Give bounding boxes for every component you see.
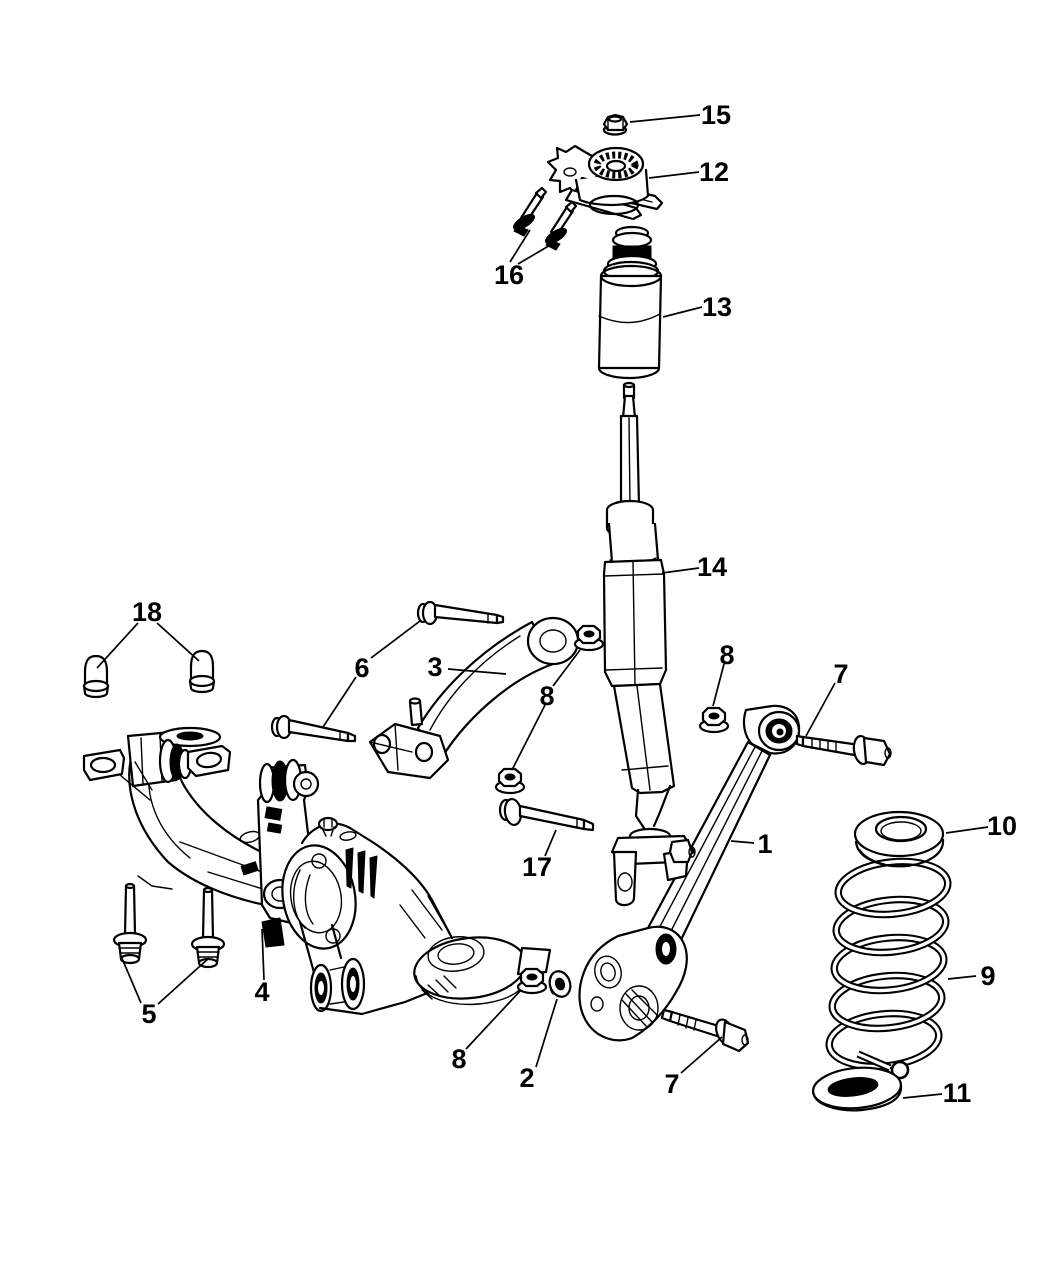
trailing-arm-bolt-drawing <box>795 734 892 767</box>
callout-4: 4 <box>254 977 269 1007</box>
top-mount-drawing <box>546 144 664 221</box>
callout-17: 17 <box>522 852 552 882</box>
washer-drawing <box>548 970 572 998</box>
callout-13: 13 <box>702 292 732 322</box>
coil-spring-drawing <box>825 857 952 1080</box>
callout-9: 9 <box>980 961 995 991</box>
callout-1: 1 <box>757 829 772 859</box>
top-mount-nut-drawing <box>602 113 629 136</box>
callout-18: 18 <box>132 597 162 627</box>
callout-2: 2 <box>519 1063 534 1093</box>
shock-absorber-drawing <box>602 381 696 907</box>
callout-16: 16 <box>494 260 524 290</box>
upper-spring-isolator-drawing <box>853 810 945 868</box>
callout-8-arm: 8 <box>719 640 734 670</box>
crossmember-bolts-drawing <box>112 882 226 969</box>
upper-arm-bolts-drawing <box>270 600 505 743</box>
knuckle-drawing <box>256 758 552 1016</box>
flange-nuts-drawing <box>494 624 730 995</box>
leader-lines <box>96 114 989 1099</box>
link-bolt-drawing <box>498 797 595 832</box>
spring-link-bolt-drawing <box>660 1008 750 1053</box>
callout-3: 3 <box>427 652 442 682</box>
callout-5: 5 <box>141 999 156 1029</box>
callout-12: 12 <box>699 157 729 187</box>
callout-15: 15 <box>701 100 731 130</box>
callout-6: 6 <box>354 653 369 683</box>
callout-7-upper: 7 <box>833 659 848 689</box>
callout-8-shock: 8 <box>539 681 554 711</box>
jounce-bumper-boot-drawing <box>597 225 663 380</box>
lower-spring-isolator-drawing <box>811 1066 903 1112</box>
callout-7-lower: 7 <box>664 1069 679 1099</box>
trailing-arm-drawing <box>578 704 801 1042</box>
callout-8-lower: 8 <box>451 1044 466 1074</box>
callout-11: 11 <box>943 1078 972 1108</box>
callout-labels: 15 12 16 13 14 18 6 3 8 8 7 10 1 17 9 4 … <box>132 100 1017 1108</box>
callout-14: 14 <box>697 552 727 582</box>
mount-bolts-drawing <box>512 186 578 251</box>
callout-10: 10 <box>987 811 1017 841</box>
